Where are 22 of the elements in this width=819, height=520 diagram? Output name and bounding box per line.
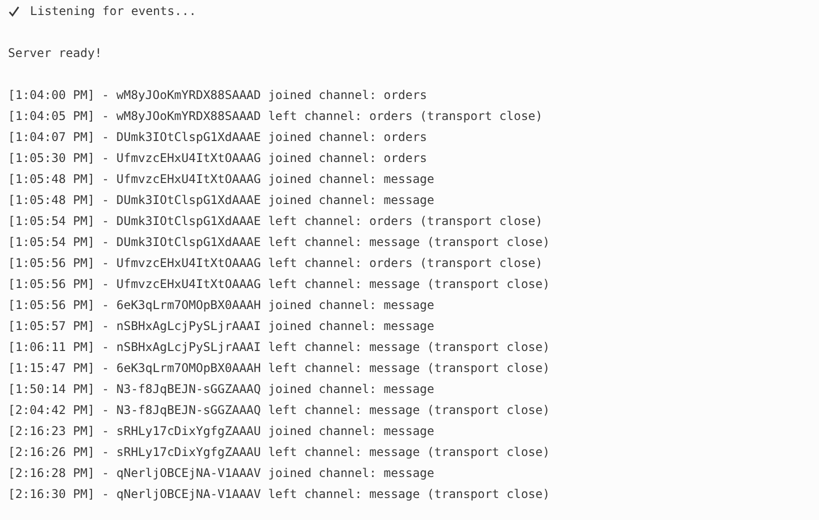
log-line: [1:04:05 PM] - wM8yJOoKmYRDX88SAAAD left channel: orders (transport close) (8, 108, 543, 124)
status-message: Server ready! (8, 45, 102, 61)
log-line: [2:16:28 PM] - qNerljOBCEjNA-V1AAAV joined channel: message (8, 465, 434, 481)
log-line: [2:16:26 PM] - sRHLy17cDixYgfgZAAAU left channel: message (transport close) (8, 444, 550, 460)
log-line: [2:16:30 PM] - qNerljOBCEjNA-V1AAAV left channel: message (transport close) (8, 486, 550, 502)
status-message: Listening for events... (30, 3, 196, 19)
log-line: [1:05:56 PM] - UfmvzcEHxU4ItXtOAAAG left channel: orders (transport close) (8, 255, 543, 271)
log-line: [1:04:00 PM] - wM8yJOoKmYRDX88SAAAD joined channel: orders (8, 87, 428, 103)
log-line: [1:15:47 PM] - 6eK3qLrm7OMOpBX0AAAH left channel: message (transport close) (8, 360, 550, 376)
log-line: [1:04:07 PM] - DUmk3IOtClspG1XdAAAE joined channel: orders (8, 129, 428, 145)
log-line: [1:06:11 PM] - nSBHxAgLcjPySLjrAAAI left channel: message (transport close) (8, 339, 550, 355)
log-line: [1:05:48 PM] - UfmvzcEHxU4ItXtOAAAG joined channel: message (8, 171, 434, 187)
log-line: [1:05:57 PM] - nSBHxAgLcjPySLjrAAAI joined channel: message (8, 318, 434, 334)
log-line: [1:05:56 PM] - UfmvzcEHxU4ItXtOAAAG left channel: message (transport close) (8, 276, 550, 292)
log-line: [1:05:48 PM] - DUmk3IOtClspG1XdAAAE joined channel: message (8, 192, 434, 208)
log-line: [1:05:54 PM] - DUmk3IOtClspG1XdAAAE left channel: message (transport close) (8, 234, 550, 250)
log-line: [1:05:56 PM] - 6eK3qLrm7OMOpBX0AAAH joined channel: message (8, 297, 434, 313)
log-line: [1:05:30 PM] - UfmvzcEHxU4ItXtOAAAG joined channel: orders (8, 150, 428, 166)
log-line: [1:50:14 PM] - N3-f8JqBEJN-sGGZAAAQ joined channel: message (8, 381, 434, 397)
log-line: [1:05:54 PM] - DUmk3IOtClspG1XdAAAE left channel: orders (transport close) (8, 213, 543, 229)
log-line: [2:16:23 PM] - sRHLy17cDixYgfgZAAAU joined channel: message (8, 423, 434, 439)
log-line: [2:04:42 PM] - N3-f8JqBEJN-sGGZAAAQ left channel: message (transport close) (8, 402, 550, 418)
